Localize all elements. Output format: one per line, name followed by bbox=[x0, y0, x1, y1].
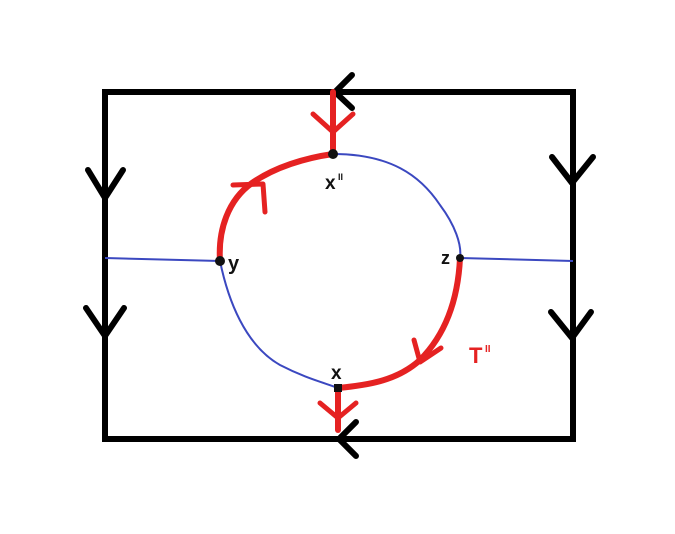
red-lower-right-arrow bbox=[411, 337, 444, 365]
frame-right-arrow-upper bbox=[549, 154, 596, 186]
blue-right-edge bbox=[459, 257, 574, 262]
vertex-x-bottom bbox=[334, 384, 342, 392]
red-upper-left-arrow bbox=[230, 181, 268, 215]
blue-curve-left-bottom bbox=[219, 260, 339, 389]
label-y: y bbox=[228, 253, 240, 275]
label-x-bottom: x bbox=[331, 363, 342, 384]
vertex-y bbox=[215, 256, 225, 266]
frame-bottom-arrow bbox=[336, 419, 359, 459]
label-z: z bbox=[441, 248, 450, 268]
red-bottom-stub-arrow bbox=[317, 400, 359, 421]
red-path-lower-right bbox=[335, 255, 463, 391]
frame-left-arrow-upper bbox=[85, 167, 126, 201]
red-path-upper-left bbox=[216, 151, 336, 264]
label-x-top: x bbox=[325, 173, 336, 194]
red-top-stub-arrow bbox=[310, 111, 356, 135]
blue-left-edge bbox=[104, 257, 221, 262]
label-t-superscript: II bbox=[485, 344, 491, 355]
label-x-top-superscript: II bbox=[338, 172, 343, 182]
vertex-x-top bbox=[328, 149, 338, 159]
frame-left-arrow-lower bbox=[83, 305, 127, 339]
frame-right-arrow-lower bbox=[548, 309, 594, 341]
vertex-z bbox=[456, 254, 464, 262]
blue-curve-top-right bbox=[332, 153, 462, 259]
label-t: T bbox=[469, 343, 483, 368]
